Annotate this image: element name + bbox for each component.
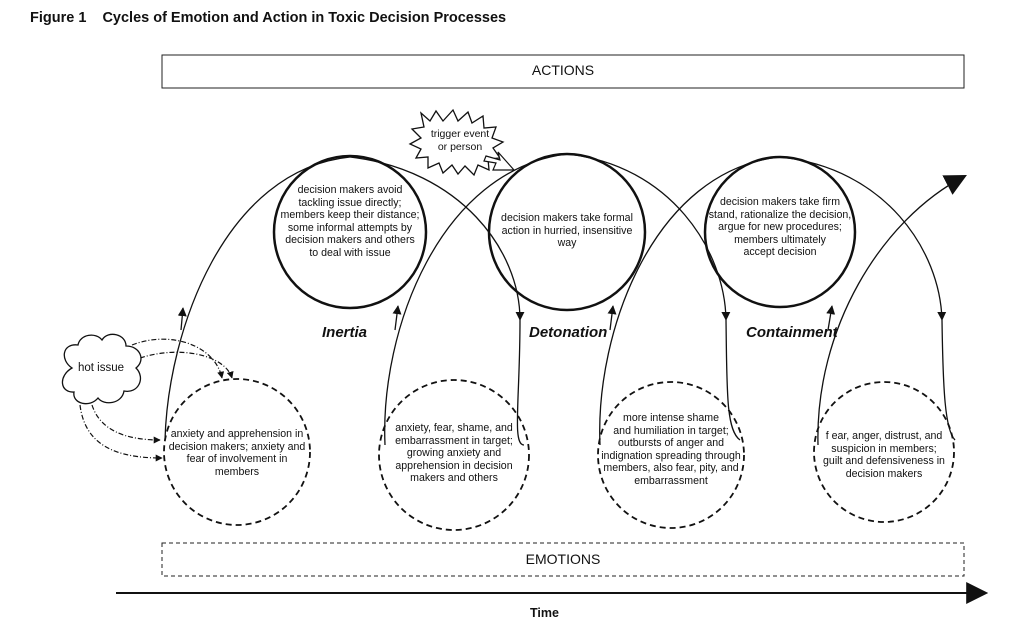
hot-issue-connector-2 [139,351,234,379]
loop-curve-2-up [384,153,568,446]
action-circle-inertia [272,154,428,310]
loop-curve-3-down [779,156,947,321]
phase-detonation: Detonation [529,324,608,341]
hot-issue-connector-4 [79,404,163,462]
emotion-circle-4 [813,381,955,523]
emotions-label: EMOTIONS [525,551,601,567]
phase-containment: Containment [746,324,838,341]
loop-curve-2-return [725,319,741,441]
loop-curve-1-down [349,156,525,321]
loop-curve-4-up [817,174,967,446]
emotions-band [161,542,965,577]
trigger-arrow [483,151,516,171]
figure-number: Figure 1 [30,10,87,26]
loop-curve-3-return [941,319,956,441]
emotion-circle-3 [597,381,745,529]
hot-issue-label: hot issue [77,362,125,374]
loop-curve-1-return [516,319,525,446]
time-label: Time [530,606,559,620]
emotion-circle-2 [378,379,530,531]
loop-curve-1-up [164,156,351,441]
actions-label: ACTIONS [531,62,595,78]
trigger-burst [408,108,505,177]
hot-issue-connector-1 [131,338,225,379]
figure-title: Figure 1 Cycles of Emotion and Action in… [30,10,518,26]
emotion-circle-1 [163,378,311,526]
figure-caption: Cycles of Emotion and Action in Toxic De… [102,10,507,26]
loop-curve-2-down [566,153,731,321]
hot-issue-connector-3 [91,404,161,444]
phase-inertia: Inertia [322,324,368,341]
actions-band [161,54,965,89]
hot-issue-cloud [61,333,142,405]
loop-curve-3-up [599,156,781,446]
